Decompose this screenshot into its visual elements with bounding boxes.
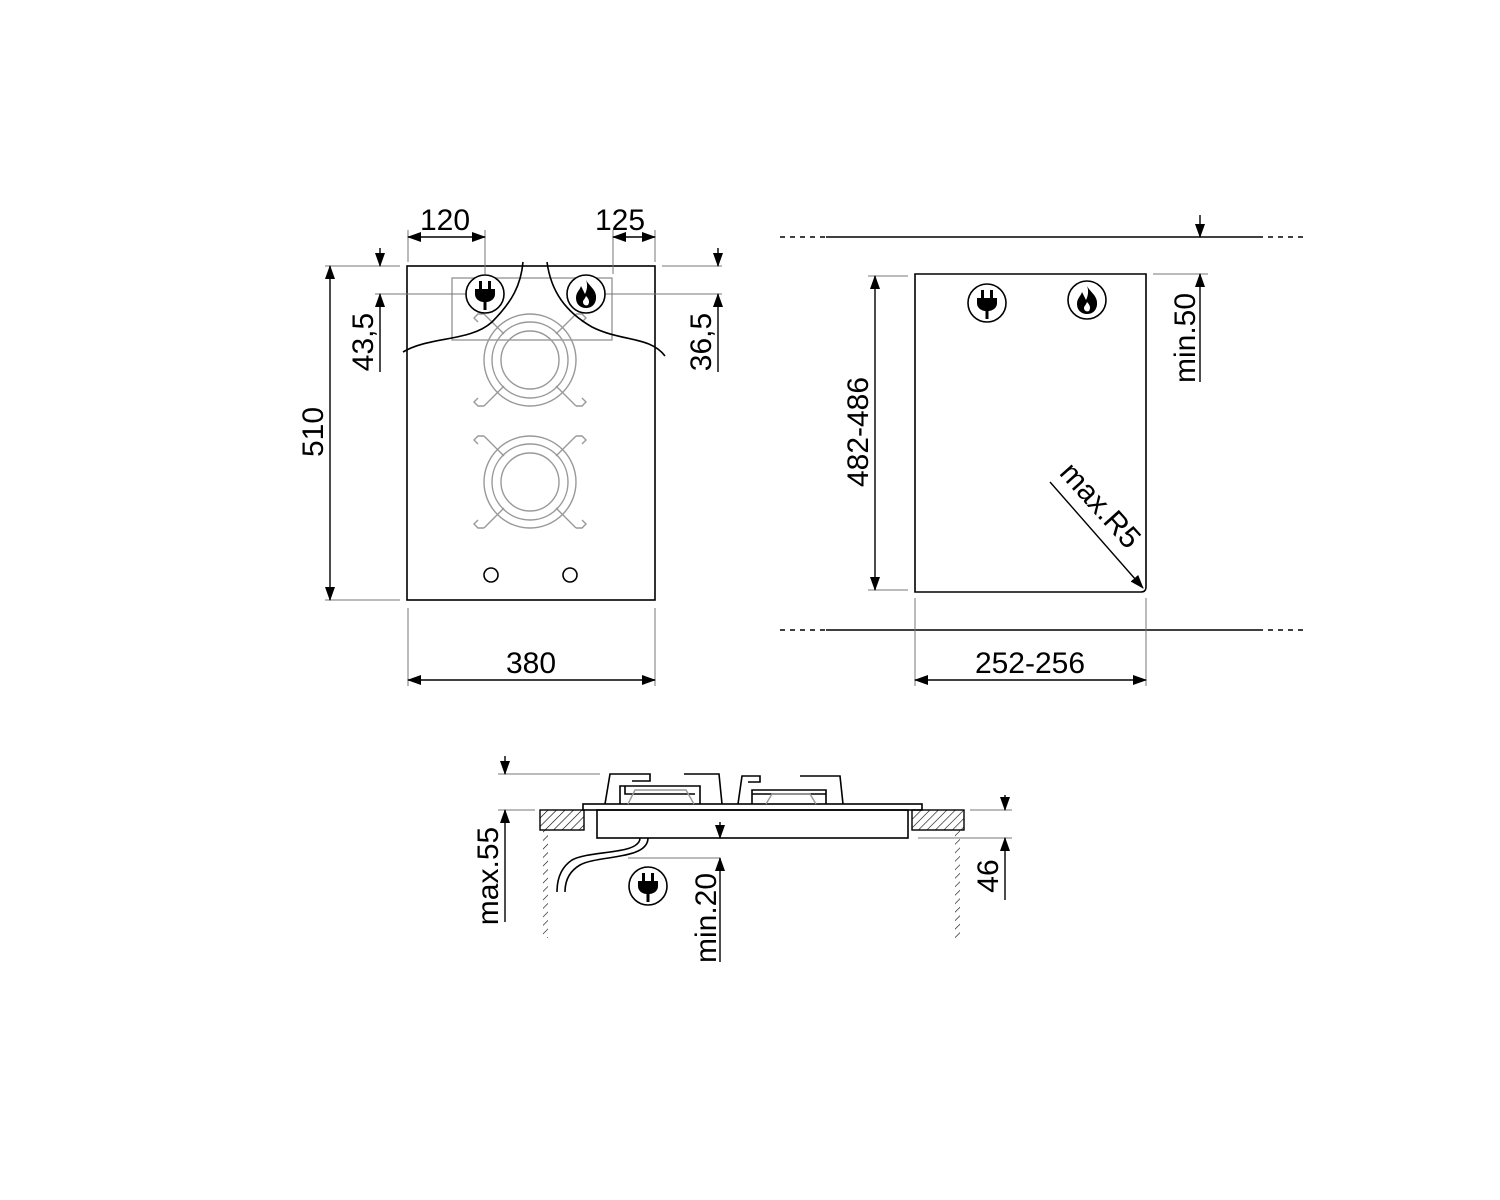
hidden-box xyxy=(451,277,613,341)
hob-top-plate xyxy=(582,803,923,811)
dim-gas-depth: 36,5 xyxy=(685,313,718,371)
dim-width: 380 xyxy=(506,647,556,680)
dim-max-height: max.55 xyxy=(472,827,505,925)
dim-depth: 510 xyxy=(297,407,330,457)
dim-plug-depth: 43,5 xyxy=(347,313,380,371)
break-line-left xyxy=(402,261,524,353)
side-view: max.55 min.20 46 xyxy=(472,756,1012,963)
dim-min-clearance-below: min.20 xyxy=(690,873,723,963)
dim-cutout-depth: 482-486 xyxy=(842,377,875,487)
dim-max-radius: max.R5 xyxy=(1053,456,1147,555)
dim-cutout-width: 252-256 xyxy=(975,647,1085,680)
burner-side-right xyxy=(737,775,844,805)
dim-min-clearance: min.50 xyxy=(1169,293,1202,383)
cutout-outline xyxy=(914,273,1147,593)
countertop-left xyxy=(539,809,585,831)
cabinet-wall-right xyxy=(955,830,960,938)
cabinet-wall-left xyxy=(543,830,548,938)
plug-icon xyxy=(967,283,1007,323)
break-line-right xyxy=(546,261,666,357)
countertop-right xyxy=(911,809,965,831)
hob-body xyxy=(596,809,909,839)
front-view: 120 125 43,5 36,5 510 380 xyxy=(297,204,723,686)
plug-icon xyxy=(628,866,668,906)
dim-body-height: 46 xyxy=(972,859,1005,892)
gas-flame-icon xyxy=(566,274,606,314)
burner-bottom xyxy=(473,435,587,529)
knob-right xyxy=(562,567,578,583)
dim-plug-offset: 120 xyxy=(420,204,470,237)
plug-icon xyxy=(465,274,505,314)
hob-outline xyxy=(406,265,656,601)
power-cable xyxy=(556,837,641,893)
burner-side-left xyxy=(604,773,723,805)
cutout-view: 482-486 min.50 max.R5 252-256 xyxy=(780,215,1308,686)
knob-left xyxy=(483,567,499,583)
dim-gas-offset: 125 xyxy=(595,204,645,237)
gas-flame-icon xyxy=(1067,280,1107,320)
burner-top xyxy=(473,313,587,407)
